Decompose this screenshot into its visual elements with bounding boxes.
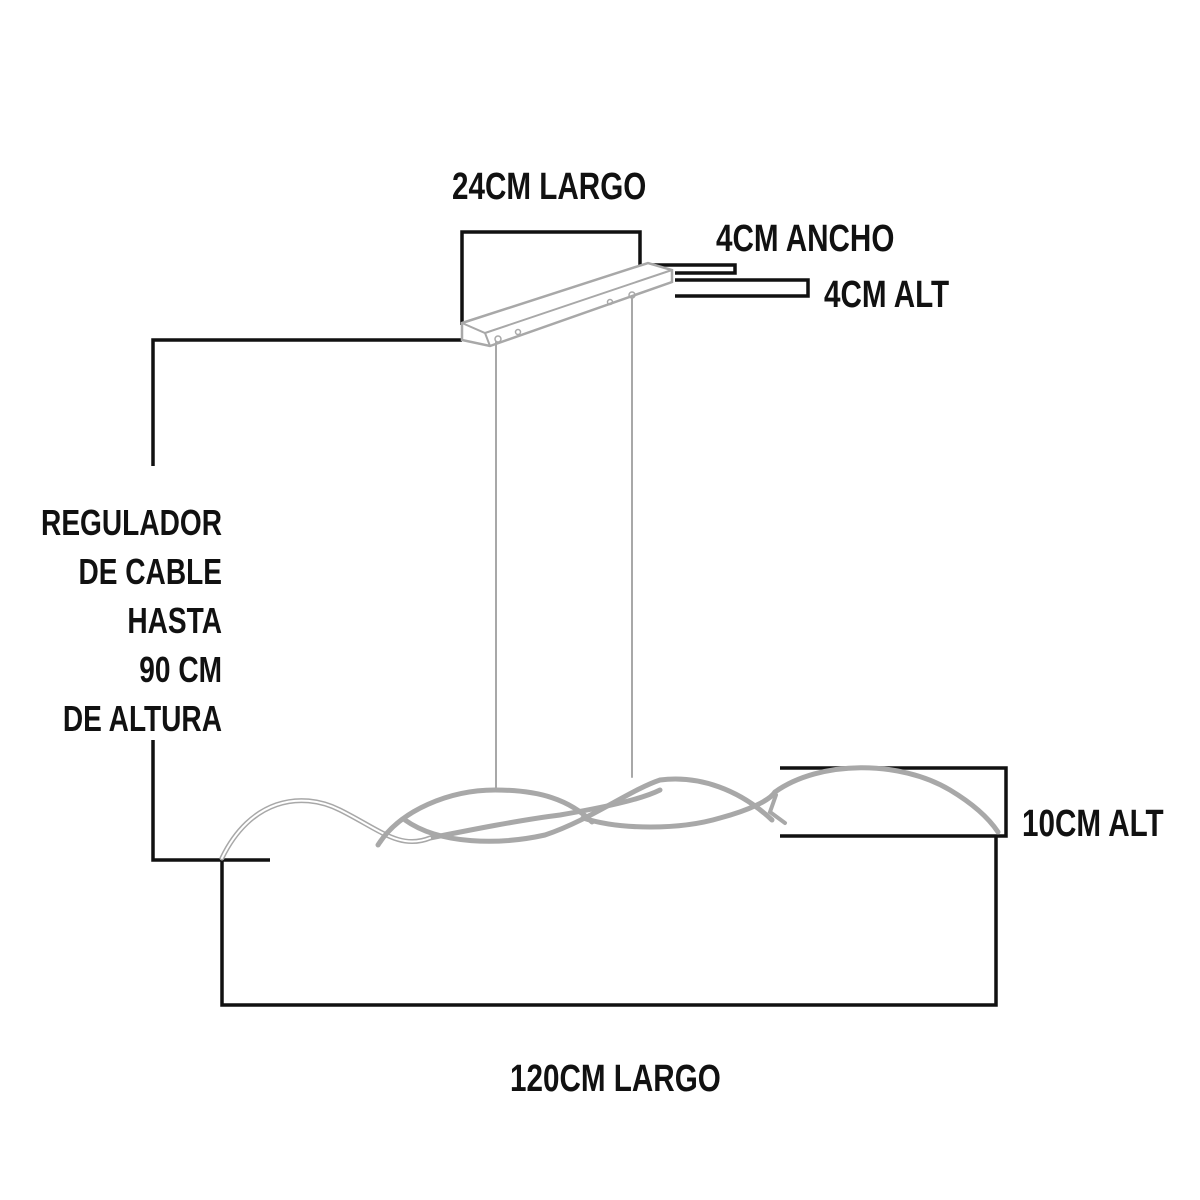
lamp-length-label: 120CM LARGO [510,1058,721,1100]
lamp-length-bracket [220,836,998,1007]
lamp-height-label: 10CM ALT [1022,803,1164,845]
cable-regulator-line-3: HASTA [127,600,222,641]
cable-bracket-top [151,338,462,466]
cable-regulator-label: REGULADOR DE CABLE HASTA 90 CM DE ALTURA [0,498,222,743]
cable-regulator-line-4: 90 CM [139,649,222,690]
cable-regulator-line-1: REGULADOR [41,502,222,543]
ceiling-canopy [460,261,674,348]
dimension-lines [151,230,1008,1007]
wave-bars [219,765,1001,861]
canopy-width-bracket [647,263,737,275]
canopy-length-bracket [460,230,642,325]
canopy-height-bracket [675,278,810,298]
canopy-width-label: 4CM ANCHO [716,218,895,260]
cable-regulator-line-5: DE ALTURA [62,698,222,739]
lamp-product [219,261,1001,861]
canopy-height-label: 4CM ALT [824,274,950,316]
cable-regulator-line-2: DE CABLE [78,551,222,592]
canopy-length-label: 24CM LARGO [452,166,647,208]
cable-bracket-bottom [151,740,270,862]
